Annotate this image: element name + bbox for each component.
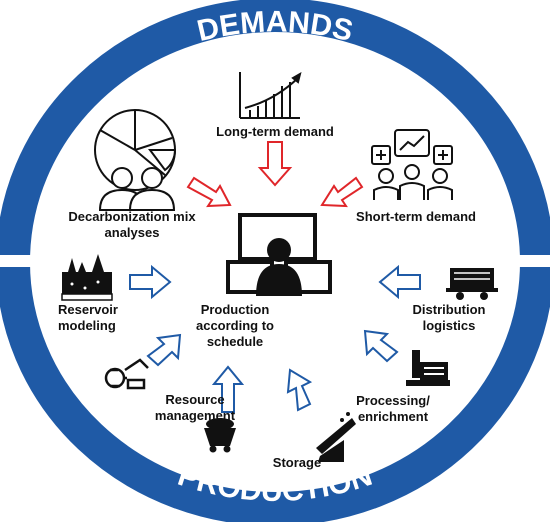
label-line: Resource (165, 392, 225, 407)
label-reservoir-modeling: Reservoir modeling (58, 302, 138, 334)
label-line: management (154, 408, 236, 423)
arrow-storage (286, 368, 313, 412)
arrow-decarbonization (186, 176, 232, 208)
arrow-reservoir (129, 264, 172, 300)
mine-cart-icon (204, 418, 236, 453)
label-resource-management: Resource management (150, 392, 240, 424)
arrow-processing (363, 329, 399, 363)
label-line: schedule (206, 334, 264, 349)
demands-band-label: DEMANDS (194, 6, 356, 49)
excavator-icon (104, 358, 149, 390)
label-line: Reservoir (58, 302, 118, 317)
label-line: according to (195, 318, 274, 333)
operator-monitor-icon (226, 213, 332, 296)
label-line: Decarbonization mix (68, 209, 196, 224)
pie-chart-icon (94, 109, 177, 191)
red-arrows (186, 141, 364, 208)
arrow-long-term-demand (257, 141, 293, 187)
blue-arrows (129, 264, 421, 413)
soil-layers-icon (61, 254, 113, 301)
label-production-schedule: Production according to schedule (180, 302, 290, 350)
label-line: analyses (104, 225, 160, 240)
label-line: enrichment (357, 409, 429, 424)
people-icon (98, 167, 176, 211)
label-line: logistics (422, 318, 476, 333)
arrow-distribution (378, 264, 421, 300)
label-processing-enrichment: Processing/ enrichment (348, 393, 438, 425)
arrow-management (211, 365, 245, 413)
label-line: Processing/ (356, 393, 430, 408)
arrow-short-term-demand (320, 176, 364, 208)
conveyor-belt-icon (316, 412, 356, 462)
label-long-term-demand: Long-term demand (216, 124, 334, 139)
label-line: modeling (58, 318, 116, 333)
arrow-resource (146, 333, 182, 367)
label-line: Distribution (412, 302, 486, 317)
label-storage: Storage (272, 455, 322, 470)
label-line: Production (200, 302, 270, 317)
label-short-term-demand: Short-term demand (356, 209, 476, 224)
team-discussion-icon (371, 129, 453, 200)
factory-icon (406, 350, 450, 386)
freight-wagon-icon (446, 268, 498, 300)
growth-chart-icon (239, 71, 302, 119)
label-decarbonization: Decarbonization mix analyses (52, 209, 212, 241)
label-distribution-logistics: Distribution logistics (404, 302, 494, 334)
